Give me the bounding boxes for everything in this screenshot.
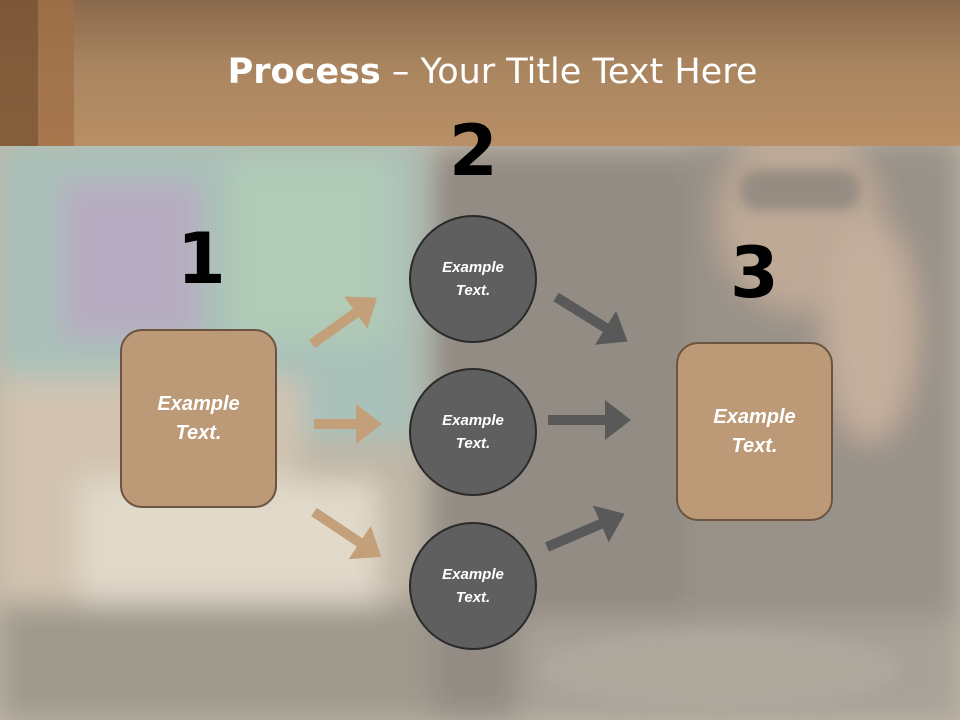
circle-middle-text-line2: Text.	[455, 435, 491, 452]
arrow-box1-to-circle-bottom	[311, 507, 382, 560]
step-1-text-line2: Text.	[175, 421, 222, 444]
circle-bottom-text-line2: Text.	[455, 589, 491, 606]
title-bold: Process	[227, 52, 381, 92]
step-1-text: Example Text.	[157, 390, 239, 448]
slide-title: Process – Your Title Text Here	[0, 52, 960, 92]
step-3-text: Example Text.	[713, 403, 795, 461]
title-rest: – Your Title Text Here	[380, 52, 758, 92]
arrow-circle-top-to-box3	[553, 292, 628, 345]
step-3-box: Example Text.	[676, 342, 833, 521]
circle-top-text-line1: Example	[442, 259, 504, 276]
step-3-text-line2: Text.	[731, 434, 778, 457]
circle-middle-text-line1: Example	[442, 412, 504, 429]
step-2-circle-bottom: Example Text.	[409, 522, 537, 650]
step-1-text-line1: Example	[157, 392, 240, 415]
circle-top-text-line2: Text.	[455, 282, 491, 299]
step-number-1: 1	[177, 218, 226, 300]
header-band	[0, 0, 960, 146]
arrow-box1-to-circle-top	[309, 296, 378, 349]
step-1-box: Example Text.	[120, 329, 277, 508]
header-accent-dark	[0, 0, 38, 146]
step-number-3: 3	[730, 232, 779, 314]
circle-bottom-text-line1: Example	[442, 566, 504, 583]
header-accent-light	[38, 0, 74, 146]
arrow-circle-bottom-to-box3	[545, 505, 625, 552]
step-2-circle-top: Example Text.	[409, 215, 537, 343]
step-number-2: 2	[449, 110, 498, 192]
step-3-text-line1: Example	[713, 405, 796, 428]
step-2-circle-middle: Example Text.	[409, 368, 537, 496]
